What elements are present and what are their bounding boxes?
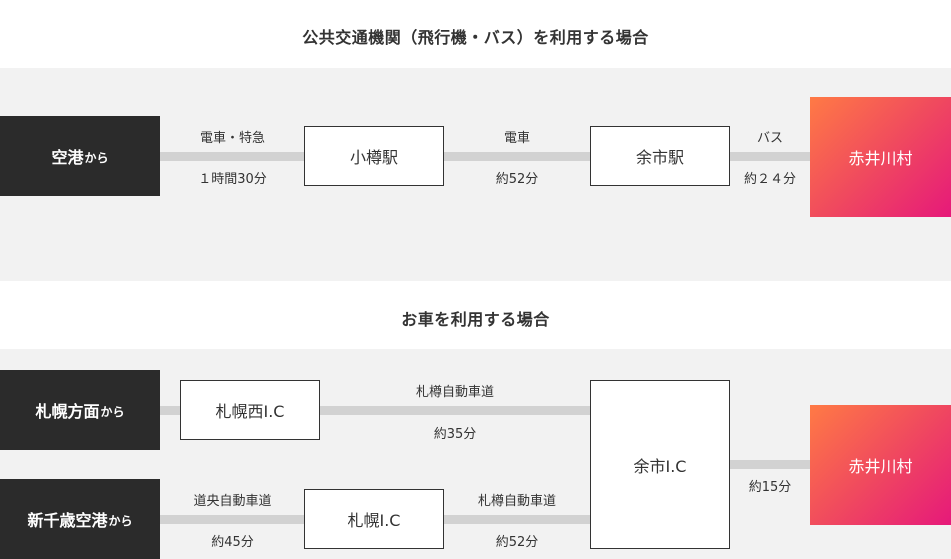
connector-line — [729, 460, 811, 469]
leg-mode-label: 電車 — [503, 131, 530, 146]
origin-label: 空港 — [51, 148, 84, 167]
interchange-label: 余市I.C — [633, 456, 687, 476]
leg-mode-label: 電車・特急 — [199, 131, 265, 146]
leg-mode-label: バス — [756, 131, 783, 146]
station-yoichi: 余市駅 — [590, 126, 730, 186]
origin-label: 札幌方面 — [35, 402, 100, 421]
leg-road-label: 札樽自動車道 — [415, 385, 494, 400]
car-heading: お車を利用する場合 — [401, 310, 550, 329]
connector-line — [159, 406, 181, 415]
destination-akaigawa: 赤井川村 — [810, 97, 951, 217]
connector-line — [443, 152, 591, 161]
leg-time-label: 約52分 — [495, 172, 539, 187]
leg-time-label: 約35分 — [433, 427, 477, 442]
connector-line — [159, 515, 305, 524]
station-label: 余市駅 — [635, 148, 684, 167]
connector-line — [443, 515, 591, 524]
connector-line — [729, 152, 811, 161]
connector-line — [159, 152, 305, 161]
leg-time-label: 約15分 — [748, 480, 792, 495]
origin-airport: 空港から — [0, 116, 160, 196]
interchange-label: 札幌I.C — [347, 511, 401, 530]
origin-suffix: から — [108, 514, 133, 528]
interchange-sapporo-nishi: 札幌西I.C — [180, 380, 320, 440]
origin-suffix: から — [84, 151, 109, 165]
origin-new-chitose-airport: 新千歳空港から — [0, 479, 160, 559]
station-label: 小樽駅 — [349, 148, 398, 167]
destination-label: 赤井川村 — [848, 457, 913, 476]
destination-akaigawa: 赤井川村 — [810, 405, 951, 525]
interchange-yoichi: 余市I.C — [590, 380, 730, 549]
interchange-sapporo: 札幌I.C — [304, 489, 444, 549]
connector-line — [319, 406, 591, 415]
origin-label: 新千歳空港 — [27, 511, 108, 530]
origin-sapporo-area: 札幌方面から — [0, 370, 160, 450]
leg-time-label: 約２４分 — [743, 172, 796, 187]
interchange-label: 札幌西I.C — [215, 402, 285, 421]
public-transport-heading: 公共交通機関（飛行機・バス）を利用する場合 — [302, 28, 649, 47]
station-otaru: 小樽駅 — [304, 126, 444, 186]
destination-label: 赤井川村 — [848, 149, 913, 168]
leg-time-label: １時間30分 — [198, 172, 267, 187]
leg-time-label: 約52分 — [495, 535, 539, 550]
leg-time-label: 約45分 — [211, 535, 254, 550]
leg-road-label: 札樽自動車道 — [477, 494, 556, 509]
origin-suffix: から — [100, 405, 125, 419]
leg-road-label: 道央自動車道 — [193, 494, 272, 509]
